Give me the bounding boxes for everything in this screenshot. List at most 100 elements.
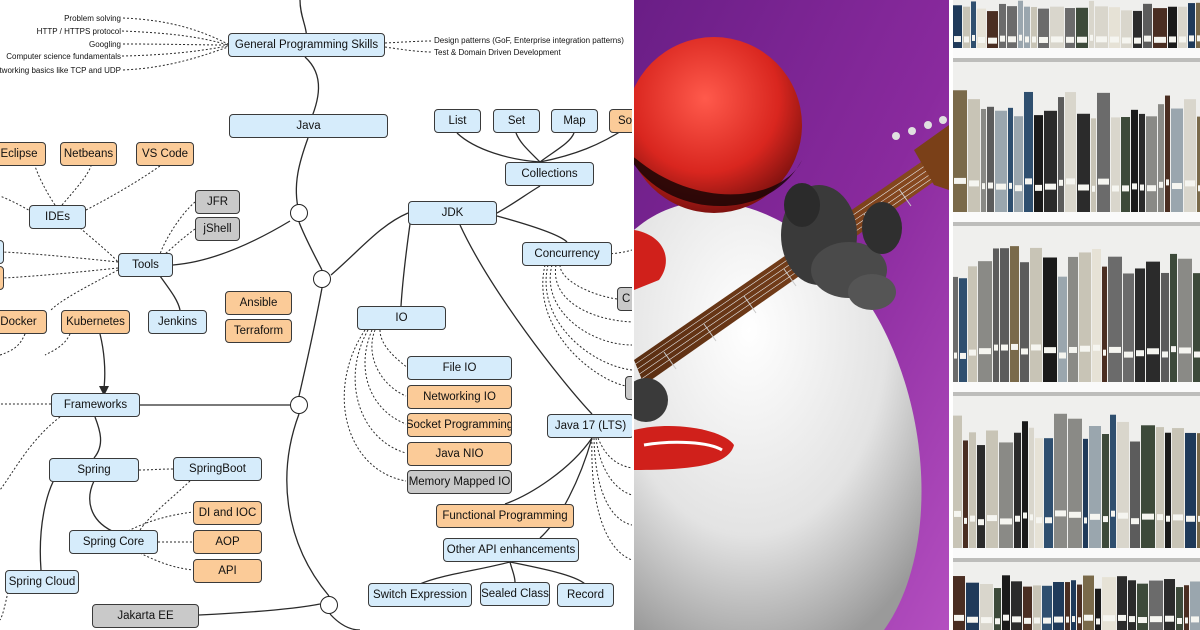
book-label bbox=[1179, 36, 1186, 43]
book-label bbox=[1144, 35, 1151, 42]
node-switch-expression: Switch Expression bbox=[368, 583, 472, 607]
spine-hub1-hub2 bbox=[298, 221, 323, 271]
roadmap-connectors bbox=[0, 0, 632, 630]
hub1-tools bbox=[172, 220, 291, 266]
springcore-di bbox=[127, 511, 194, 532]
skill-line-3 bbox=[122, 43, 229, 46]
collections-map bbox=[539, 132, 575, 163]
book-label bbox=[1191, 616, 1199, 623]
kubernetes-arrowhead bbox=[99, 386, 109, 396]
book-spine bbox=[1022, 421, 1028, 548]
spine-bottom bbox=[329, 613, 361, 630]
node-concurrency: Concurrency bbox=[522, 242, 612, 266]
frameworks-spring bbox=[93, 416, 102, 459]
book-label bbox=[1025, 178, 1032, 185]
book-label bbox=[1111, 510, 1115, 517]
otherapi-switch bbox=[419, 561, 511, 585]
book-spine bbox=[1000, 248, 1009, 382]
book-spine bbox=[1007, 6, 1017, 49]
jdk-java17 bbox=[459, 224, 593, 415]
node-vs-code: VS Code bbox=[136, 142, 194, 166]
book-label bbox=[954, 614, 964, 621]
book-label bbox=[996, 183, 1006, 190]
book-label bbox=[1054, 616, 1063, 623]
book-label bbox=[1092, 185, 1095, 192]
book-label bbox=[1012, 616, 1021, 623]
book-spine bbox=[1165, 95, 1170, 212]
book-label bbox=[1030, 514, 1033, 521]
book-label bbox=[1138, 617, 1147, 624]
java17-functional bbox=[504, 437, 593, 505]
springcore-api bbox=[139, 552, 194, 571]
book-spine bbox=[971, 1, 976, 49]
node-list: List bbox=[434, 109, 481, 133]
book-spine bbox=[1030, 247, 1042, 382]
node-jenkins: Jenkins bbox=[148, 310, 207, 334]
book-spine bbox=[1117, 576, 1127, 630]
io-nio bbox=[354, 329, 407, 454]
concurrency-fan-5 bbox=[542, 264, 627, 387]
book-label bbox=[1021, 348, 1028, 355]
book-spine bbox=[999, 442, 1013, 548]
node-spring: Spring bbox=[49, 458, 139, 482]
node-jakarta-ee: Jakarta EE bbox=[92, 604, 199, 628]
book-label bbox=[954, 352, 957, 359]
book-spine bbox=[1018, 0, 1023, 48]
book-label bbox=[1084, 614, 1093, 621]
skill-problem-solving: Problem solving bbox=[64, 14, 121, 23]
book-label bbox=[1000, 35, 1005, 42]
book-spine bbox=[1079, 252, 1091, 382]
hub4-jakarta bbox=[198, 603, 321, 616]
duke-hand bbox=[781, 183, 902, 310]
node-kubernetes: Kubernetes bbox=[61, 310, 130, 334]
tools-left-2 bbox=[2, 267, 119, 279]
book-label bbox=[1198, 185, 1200, 192]
book-spine bbox=[1110, 414, 1116, 548]
book-spine bbox=[1058, 97, 1064, 212]
hub2-jdk bbox=[330, 212, 409, 276]
kubernetes-arrow bbox=[99, 333, 106, 389]
book-spine bbox=[978, 261, 992, 382]
book-spine bbox=[1137, 583, 1148, 630]
book-spine bbox=[1146, 261, 1160, 382]
springcloud-left bbox=[0, 591, 9, 621]
jdk-collections bbox=[496, 185, 541, 214]
node-left-edge-2 bbox=[0, 266, 4, 290]
book-label bbox=[1015, 515, 1020, 522]
book-spine bbox=[1089, 425, 1101, 548]
book-label bbox=[1136, 350, 1144, 357]
book-label bbox=[988, 182, 993, 189]
book-label bbox=[1124, 351, 1133, 358]
book-spine bbox=[1130, 441, 1140, 548]
book-label bbox=[1025, 36, 1029, 43]
book-spine bbox=[1158, 104, 1164, 212]
guitar-body bbox=[634, 230, 666, 290]
book-spine bbox=[1014, 116, 1023, 212]
duke-strum-hand bbox=[634, 378, 668, 422]
node-memory-mapped-io: Memory Mapped IO bbox=[407, 470, 512, 494]
book-spine bbox=[1054, 413, 1067, 548]
skill-line-2 bbox=[121, 30, 229, 46]
book-spine bbox=[1010, 246, 1019, 382]
ides-eclipse bbox=[34, 165, 56, 206]
book-label bbox=[1132, 183, 1137, 190]
book-label bbox=[1009, 182, 1012, 189]
book-spine bbox=[1083, 575, 1094, 630]
book-spine bbox=[1058, 276, 1067, 382]
book-spine bbox=[1053, 581, 1064, 630]
book-label bbox=[1177, 617, 1182, 624]
skill-tdd-ddd: Test & Domain Driven Development bbox=[434, 48, 561, 57]
book-spine bbox=[1095, 588, 1101, 630]
book-label bbox=[960, 352, 966, 359]
book-label bbox=[1096, 36, 1107, 43]
jdk-io bbox=[400, 223, 411, 307]
book-spine bbox=[1065, 92, 1076, 212]
concurrency-fan-1 bbox=[559, 264, 618, 300]
book-label bbox=[1131, 518, 1139, 525]
book-label bbox=[1118, 512, 1128, 519]
node-terraform: Terraform bbox=[225, 319, 292, 343]
book-spine bbox=[1044, 110, 1057, 212]
book-spine bbox=[1196, 2, 1200, 48]
java17-fan-1 bbox=[597, 437, 632, 469]
jfr-tools bbox=[159, 201, 196, 255]
